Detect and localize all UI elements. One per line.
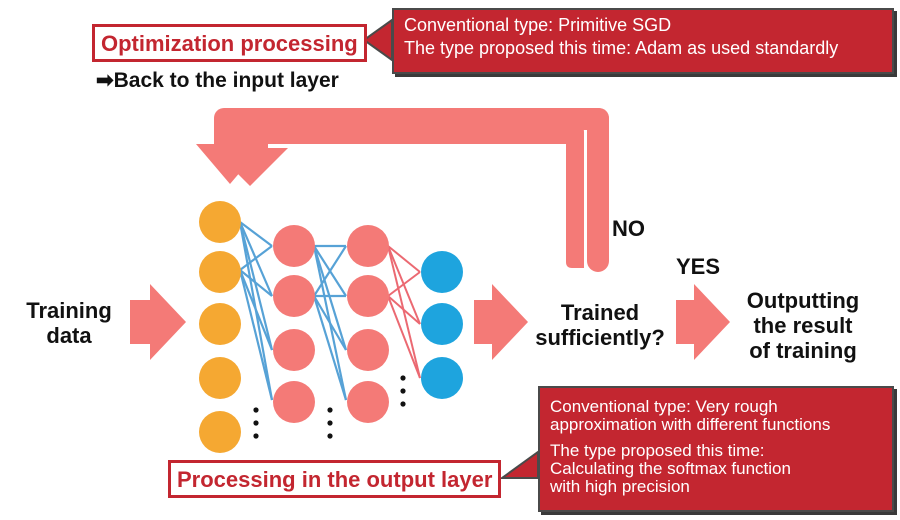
hidden-node — [273, 275, 315, 317]
callout-line: approximation with different functions — [550, 415, 831, 434]
output-node — [421, 251, 463, 293]
callout-line: Calculating the softmax function — [550, 459, 791, 478]
callout-line: The type proposed this time: — [550, 441, 765, 460]
hidden-node — [347, 275, 389, 317]
ellipsis-dots — [253, 375, 406, 439]
edges-hidden2-output — [387, 245, 421, 379]
input-node — [199, 357, 241, 399]
loop-stem — [587, 108, 609, 272]
training-data-label: Training data — [26, 298, 112, 348]
optimization-title: Optimization processing — [92, 24, 367, 62]
output-node — [421, 303, 463, 345]
output-layer — [421, 251, 463, 399]
callout-line: Conventional type: Primitive SGD — [404, 15, 672, 35]
back-to-input-note: ➡Back to the input layer — [96, 69, 339, 92]
decision-label: Trained sufficiently? — [535, 300, 665, 350]
output-layer-callout: Conventional type: Very rough approximat… — [538, 386, 894, 512]
no-label: NO — [612, 216, 645, 241]
callout-line: The type proposed this time: Adam as use… — [404, 38, 839, 58]
arrow-output-to-decision — [474, 284, 528, 360]
edges-hidden1-hidden2 — [312, 244, 348, 401]
callout-line: Conventional type: Very rough — [550, 397, 778, 416]
loop-top-bar — [214, 108, 609, 130]
callout-pointer-bottom — [498, 450, 539, 479]
arrow-yes-to-output — [676, 284, 730, 360]
output-result-label: Outputting the result of training — [746, 288, 860, 363]
hidden-node — [347, 225, 389, 267]
callout-line: with high precision — [550, 477, 690, 496]
hidden-node — [273, 329, 315, 371]
hidden-layer-2 — [347, 225, 389, 423]
input-node — [199, 251, 241, 293]
input-node — [199, 411, 241, 453]
input-node — [199, 201, 241, 243]
hidden-node — [347, 381, 389, 423]
arrow-training-to-input — [130, 284, 186, 360]
hidden-layer-1 — [273, 225, 315, 423]
hidden-node — [347, 329, 389, 371]
callout-pointer-top — [362, 18, 393, 62]
hidden-node — [273, 381, 315, 423]
edges-input-hidden1 — [238, 221, 274, 401]
input-node — [199, 303, 241, 345]
output-layer-title: Processing in the output layer — [168, 460, 502, 498]
output-node — [421, 357, 463, 399]
input-layer — [199, 201, 241, 453]
hidden-node — [273, 225, 315, 267]
optimization-callout: Conventional type: Primitive SGD The typ… — [392, 8, 894, 74]
loop-left-stem — [214, 118, 236, 148]
loop-down-arrowhead — [196, 144, 264, 184]
yes-label: YES — [676, 254, 721, 279]
return-loop-arrow — [212, 126, 584, 268]
